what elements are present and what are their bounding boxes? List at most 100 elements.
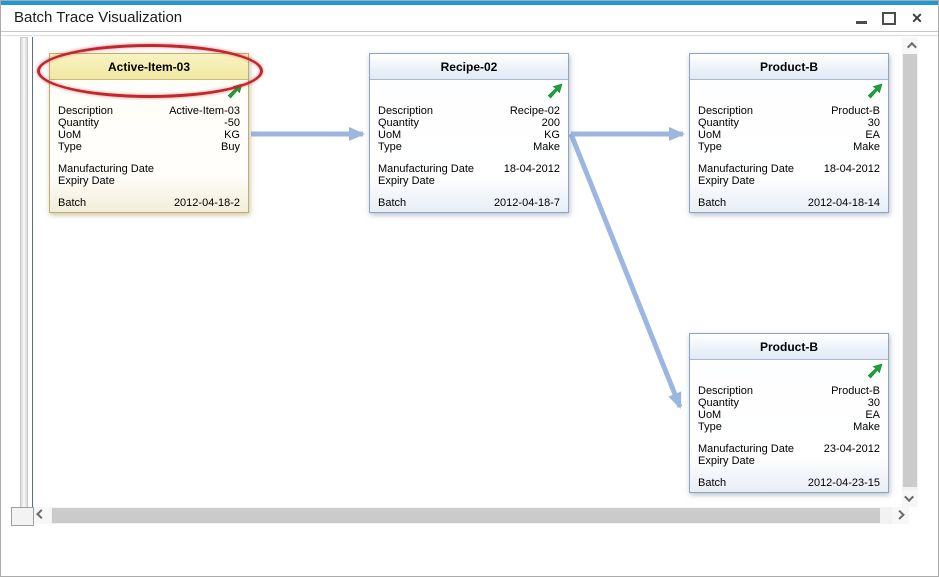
field-value: Active-Item-03 [169, 105, 240, 117]
scroll-left-button[interactable] [34, 507, 51, 524]
left-slider-track[interactable] [20, 37, 28, 508]
batch-node-header: Product-B [690, 334, 888, 360]
field-row: UoM EA [698, 409, 880, 421]
field-value: EA [865, 129, 880, 141]
field-label: UoM [698, 129, 722, 141]
batch-node-title: Recipe-02 [440, 59, 498, 74]
field-row: Description Product-B [698, 385, 880, 397]
field-row: Quantity -50 [58, 117, 240, 129]
field-label: Batch [698, 197, 727, 209]
horizontal-scrollbar-thumb[interactable] [52, 508, 880, 523]
field-label: Quantity [698, 397, 739, 409]
field-label: UoM [698, 409, 722, 421]
field-label: Expiry Date [698, 455, 755, 467]
field-value: Make [853, 141, 880, 153]
field-label: Description [698, 385, 754, 397]
field-label: Description [698, 105, 754, 117]
field-row: Batch 2012-04-18-7 [378, 197, 560, 209]
field-label: Expiry Date [698, 175, 755, 187]
scroll-down-button[interactable] [902, 490, 918, 507]
field-row: Type Make [698, 421, 880, 433]
field-label: Manufacturing Date [698, 163, 794, 175]
batch-node-card[interactable]: Product-B Description Product-B Quantity 30… [689, 333, 889, 493]
field-label: Quantity [378, 117, 419, 129]
vertical-scrollbar[interactable] [902, 37, 918, 507]
chevron-right-icon [894, 509, 905, 520]
field-label: Type [58, 141, 82, 153]
scroll-right-button[interactable] [892, 507, 909, 524]
canvas-left-border [32, 37, 33, 507]
field-label: Batch [378, 197, 407, 209]
field-row: UoM KG [58, 129, 240, 141]
field-label: Manufacturing Date [378, 163, 474, 175]
window-title: Batch Trace Visualization [14, 9, 183, 26]
left-slider-handle[interactable] [11, 507, 34, 526]
field-row: Type Buy [58, 141, 240, 153]
field-value: KG [224, 129, 240, 141]
field-label: Type [698, 421, 722, 433]
vertical-scrollbar-thumb[interactable] [903, 54, 917, 487]
titlebar-separator [1, 31, 938, 36]
field-value: 18-04-2012 [823, 163, 880, 175]
field-value: 2012-04-18-7 [493, 197, 560, 209]
field-row: Description Product-B [698, 105, 880, 117]
field-row: UoM EA [698, 129, 880, 141]
field-value: Buy [221, 141, 240, 153]
field-value: 18-04-2012 [503, 163, 560, 175]
field-value: Make [533, 141, 560, 153]
field-row: Expiry Date [698, 175, 880, 187]
batch-node-title: Product-B [760, 339, 818, 354]
field-label: UoM [58, 129, 82, 141]
field-label: Description [378, 105, 434, 117]
field-label: Expiry Date [378, 175, 435, 187]
drilldown-arrow-icon[interactable] [866, 363, 883, 380]
field-value: EA [865, 409, 880, 421]
field-value: Product-B [831, 105, 880, 117]
chevron-left-icon [36, 509, 47, 520]
maximize-icon [882, 11, 896, 25]
field-value: Recipe-02 [509, 105, 560, 117]
batch-node-header: Recipe-02 [370, 54, 568, 80]
field-value: -50 [224, 117, 240, 129]
scroll-up-button[interactable] [902, 37, 918, 54]
close-button[interactable]: ✕ [908, 10, 926, 26]
maximize-button[interactable] [880, 10, 898, 26]
drilldown-arrow-icon[interactable] [866, 83, 883, 100]
field-row: Expiry Date [698, 455, 880, 467]
minimize-icon [855, 21, 867, 24]
window-controls: ✕ [852, 9, 926, 27]
minimize-button[interactable] [852, 10, 870, 26]
field-label: Manufacturing Date [698, 443, 794, 455]
chevron-down-icon [903, 492, 914, 503]
field-label: Batch [58, 197, 87, 209]
field-value: Make [853, 421, 880, 433]
field-value: 30 [867, 397, 880, 409]
trace-edge-arrow [568, 133, 683, 409]
drilldown-arrow-icon[interactable] [546, 83, 563, 100]
field-value: Product-B [831, 385, 880, 397]
field-label: Quantity [58, 117, 99, 129]
field-label: Manufacturing Date [58, 163, 154, 175]
horizontal-scrollbar[interactable] [34, 507, 909, 524]
